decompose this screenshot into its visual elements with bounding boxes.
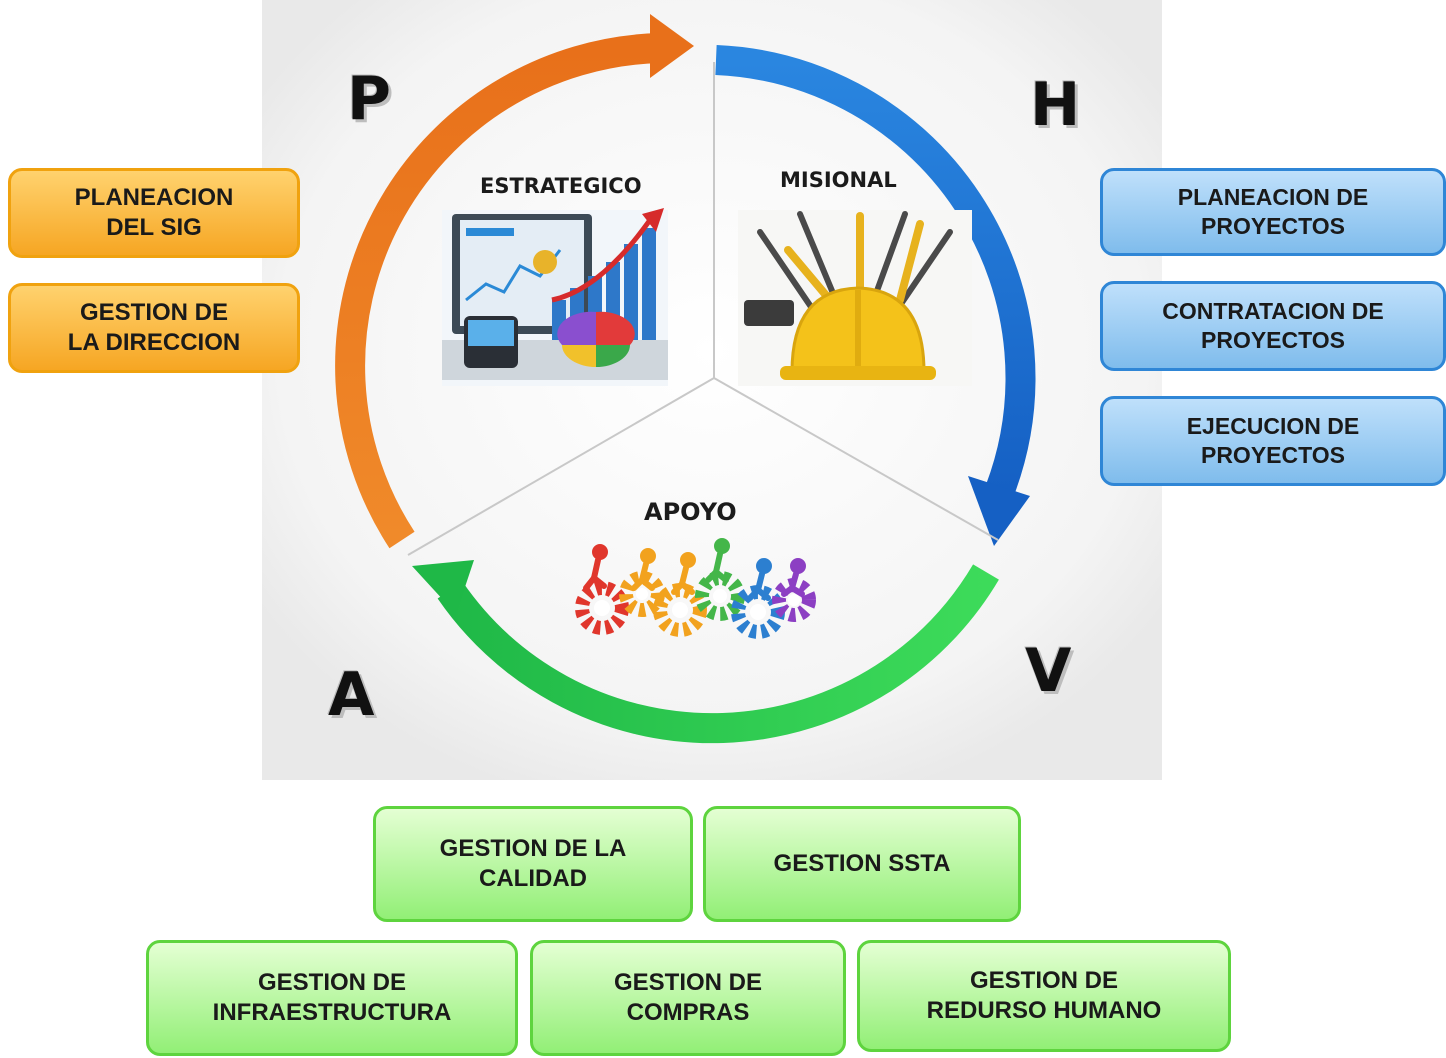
box-planeacion-sig: PLANEACION DEL SIG: [8, 168, 300, 258]
missional-image: [738, 210, 972, 386]
box-gestion-calidad: GESTION DE LA CALIDAD: [373, 806, 693, 922]
box-contratacion-proyectos: CONTRATACION DE PROYECTOS: [1100, 281, 1446, 371]
box-gestion-direccion: GESTION DE LA DIRECCION: [8, 283, 300, 373]
box-ejecucion-proyectos: EJECUCION DE PROYECTOS: [1100, 396, 1446, 486]
box-gestion-compras: GESTION DE COMPRAS: [530, 940, 846, 1056]
section-label-missional: MISIONAL: [780, 168, 897, 192]
orange-arc-arrow: [335, 14, 694, 549]
blue-arc-arrow: [715, 45, 1036, 546]
letter-h: H: [1030, 70, 1081, 140]
people-icons: [583, 538, 806, 601]
box-planeacion-proyectos: PLANEACION DE PROYECTOS: [1100, 168, 1446, 256]
letter-a: A: [328, 660, 375, 730]
box-gestion-ssta: GESTION SSTA: [703, 806, 1021, 922]
section-dividers: [407, 62, 999, 556]
box-gestion-infraestructura: GESTION DE INFRAESTRUCTURA: [146, 940, 518, 1056]
section-label-strategic: ESTRATEGICO: [480, 174, 642, 198]
letter-p: P: [347, 64, 391, 134]
letter-v: V: [1025, 636, 1072, 706]
green-arc-arrow: [412, 560, 999, 744]
strategic-image: [442, 208, 668, 386]
section-label-support: APOYO: [644, 498, 737, 526]
support-image: [575, 538, 816, 639]
box-gestion-recurso-humano: GESTION DE REDURSO HUMANO: [857, 940, 1231, 1052]
